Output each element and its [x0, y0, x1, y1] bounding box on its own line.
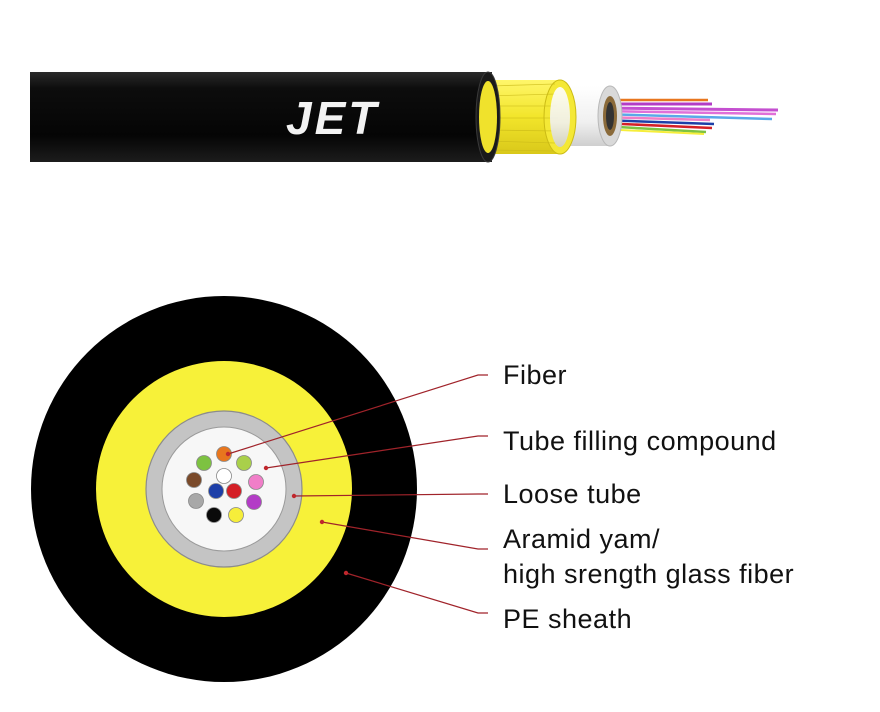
label-tube-filling: Tube filling compound [503, 426, 777, 456]
label-loose-tube: Loose tube [503, 479, 642, 509]
fiber-yellow [228, 507, 244, 523]
fiber-lime [236, 455, 252, 471]
cable-side-view: JET [30, 71, 779, 163]
fiber-red [226, 483, 242, 499]
fiber-violet [246, 494, 262, 510]
callout-aramid: Aramid yam/ high srength glass fiber [319, 519, 794, 589]
fiber-orange [216, 446, 232, 462]
tube-filling-compound [161, 426, 287, 552]
fiber-green [196, 455, 212, 471]
fiber-gray [188, 493, 204, 509]
label-fiber: Fiber [503, 360, 567, 390]
label-pe-sheath: PE sheath [503, 604, 632, 634]
fiber-black [206, 507, 222, 523]
brand-label: JET [286, 92, 380, 144]
callout-fiber: Fiber [225, 360, 567, 457]
callout-loose-tube: Loose tube [291, 479, 642, 509]
cable-cross-section [31, 296, 417, 682]
label-aramid-line2: high srength glass fiber [503, 559, 794, 589]
fiber-white [216, 468, 232, 484]
fiber-blue [208, 483, 224, 499]
callouts: Fiber Tube filling compound Loose tube A… [225, 360, 794, 634]
callout-tube-filling: Tube filling compound [263, 426, 777, 471]
label-aramid-line1: Aramid yam/ [503, 524, 660, 554]
protruding-fibers [599, 98, 779, 135]
callout-pe-sheath: PE sheath [343, 570, 632, 634]
fiber-group [186, 446, 264, 523]
fiber-pink [248, 474, 264, 490]
pe-sheath-side [30, 71, 501, 163]
fiber-brown [186, 472, 202, 488]
